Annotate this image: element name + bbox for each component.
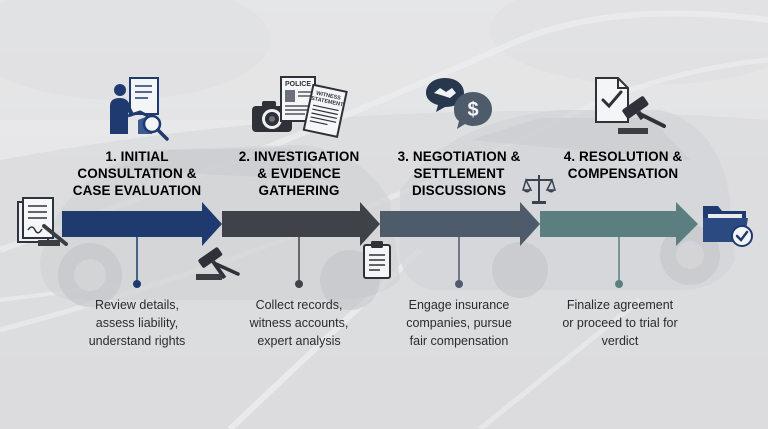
- clipboard-icon: [363, 241, 391, 279]
- gavel-icon: [618, 96, 666, 134]
- timeline-segment-2: [222, 202, 380, 246]
- step-4-description: Finalize agreement or proceed to trial f…: [562, 298, 678, 348]
- scales-of-justice-icon: [522, 175, 556, 204]
- consultation-handshake-icon: [110, 77, 159, 134]
- folder-check-icon: [703, 206, 753, 247]
- signed-document-icon: [17, 197, 68, 246]
- step-1-description: Review details, assess liability, unders…: [88, 298, 186, 348]
- witness-label-line1: WITNESS: [315, 91, 341, 102]
- step-2-title: 2. INVESTIGATION & EVIDENCE GATHERING: [238, 149, 360, 198]
- step-1-title: 1. INITIAL CONSULTATION & CASE EVALUATIO…: [72, 149, 202, 198]
- magnifier-icon: [142, 114, 169, 141]
- timeline-segment-3: [380, 202, 540, 246]
- step-2-description: Collect records, witness accounts, exper…: [249, 298, 349, 348]
- dollar-speech-bubble-icon: $: [454, 92, 492, 129]
- handshake-speech-bubble-icon: [426, 78, 464, 112]
- connector-4: [615, 237, 623, 288]
- witness-statement-icon: WITNESS STATEMENT: [302, 84, 348, 139]
- approved-document-icon: [595, 77, 629, 123]
- svg-text:$: $: [467, 99, 478, 121]
- step-3-description: Engage insurance companies, pursue fair …: [406, 298, 512, 348]
- timeline-segment-1: [62, 202, 222, 246]
- connector-2: [295, 237, 303, 288]
- step-3-title: 3. NEGOTIATION & SETTLEMENT DISCUSSIONS: [397, 149, 521, 198]
- step-4-title: 4. RESOLUTION & COMPENSATION: [563, 149, 683, 181]
- police-label: POLICE: [285, 81, 311, 88]
- timeline-segment-4: [540, 202, 698, 246]
- gavel-icon: [196, 247, 240, 280]
- connector-3: [455, 237, 463, 288]
- connector-1: [133, 237, 141, 288]
